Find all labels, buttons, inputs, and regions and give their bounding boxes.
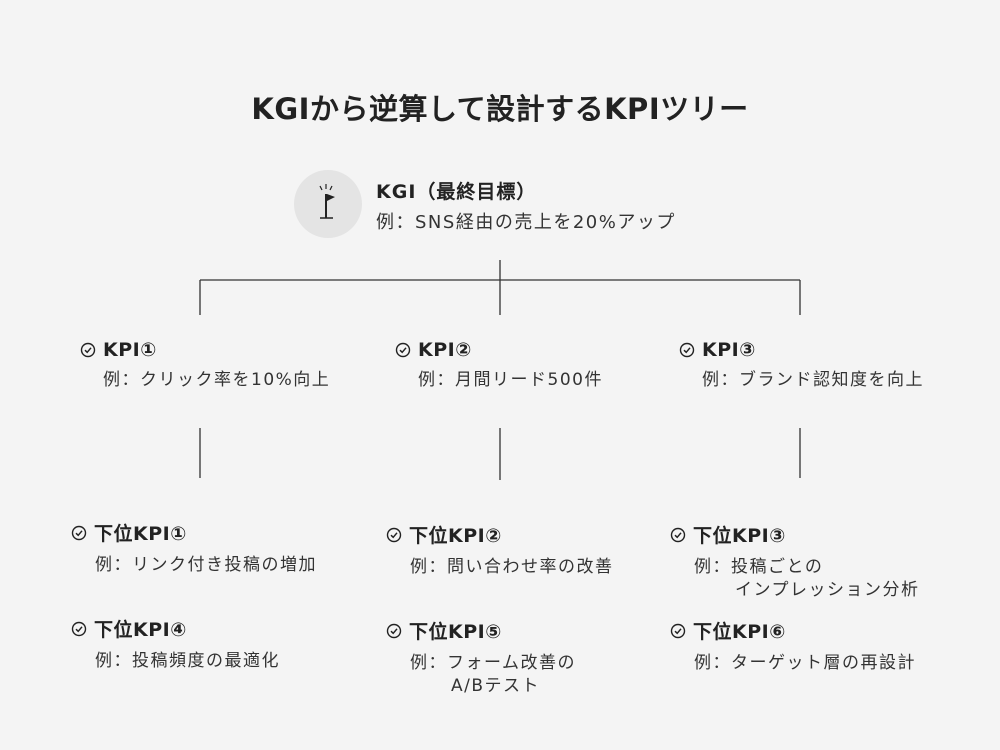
kpi-node-1: KPI① 例：クリック率を10%向上 [80, 339, 330, 392]
sub-kpi-description-line1: 例：投稿ごとの [694, 557, 824, 577]
kpi-description: 例：クリック率を10%向上 [103, 370, 331, 390]
kpi-node-3: KPI③ 例：ブランド認知度を向上 [679, 339, 924, 392]
check-circle-icon [670, 527, 686, 543]
sub-kpi-label: 下位KPI④ [94, 619, 187, 641]
sub-kpi-label: 下位KPI② [409, 525, 502, 547]
check-circle-icon [395, 342, 411, 358]
sub-kpi-label: 下位KPI① [94, 523, 187, 545]
check-circle-icon [71, 621, 87, 637]
sub-kpi-node-1: 下位KPI① 例：リンク付き投稿の増加 [71, 519, 317, 577]
kpi-label: KPI② [418, 339, 472, 361]
check-circle-icon [386, 527, 402, 543]
sub-kpi-description-line2: A/Bテスト [451, 676, 541, 696]
sub-kpi-description-line1: 例：ターゲット層の再設計 [694, 653, 916, 673]
sub-kpi-node-5: 下位KPI⑤ 例：フォーム改善の A/Bテスト [386, 617, 576, 698]
kpi-description: 例：ブランド認知度を向上 [702, 370, 924, 390]
check-circle-icon [80, 342, 96, 358]
sub-kpi-description-line1: 例：問い合わせ率の改善 [410, 557, 614, 577]
sub-kpi-node-3: 下位KPI③ 例：投稿ごとの インプレッション分析 [670, 521, 920, 602]
check-circle-icon [679, 342, 695, 358]
sub-kpi-description: 例：投稿頻度の最適化 [71, 650, 280, 673]
sub-kpi-node-2: 下位KPI② 例：問い合わせ率の改善 [386, 521, 614, 579]
kgi-icon-circle [294, 170, 362, 238]
kpi-label: KPI① [103, 339, 157, 361]
sub-kpi-node-6: 下位KPI⑥ 例：ターゲット層の再設計 [670, 617, 916, 675]
sub-kpi-description: 例：投稿ごとの インプレッション分析 [670, 556, 920, 602]
flag-icon [319, 184, 335, 219]
check-circle-icon [71, 525, 87, 541]
sub-kpi-description-line2: インプレッション分析 [735, 580, 920, 600]
sub-kpi-label: 下位KPI⑤ [409, 621, 502, 643]
sub-kpi-node-4: 下位KPI④ 例：投稿頻度の最適化 [71, 615, 280, 673]
kpi-node-2: KPI② 例：月間リード500件 [395, 339, 603, 392]
sub-kpi-label: 下位KPI⑥ [693, 621, 786, 643]
sub-kpi-description-line1: 例：リンク付き投稿の増加 [95, 555, 317, 575]
check-circle-icon [670, 623, 686, 639]
sub-kpi-label: 下位KPI③ [693, 525, 786, 547]
sub-kpi-description: 例：リンク付き投稿の増加 [71, 554, 317, 577]
kgi-description: 例：SNS経由の売上を20%アップ [376, 212, 676, 233]
kpi-description: 例：月間リード500件 [418, 370, 603, 390]
sub-kpi-description: 例：問い合わせ率の改善 [386, 556, 614, 579]
sub-kpi-description-line1: 例：投稿頻度の最適化 [95, 651, 280, 671]
kgi-title: KGI（最終目標） [376, 181, 537, 203]
check-circle-icon [386, 623, 402, 639]
kpi-label: KPI③ [702, 339, 756, 361]
sub-kpi-description: 例：ターゲット層の再設計 [670, 652, 916, 675]
sub-kpi-description: 例：フォーム改善の A/Bテスト [386, 652, 576, 698]
sub-kpi-description-line1: 例：フォーム改善の [410, 653, 576, 673]
page-title: KGIから逆算して設計するKPIツリー [251, 92, 749, 126]
